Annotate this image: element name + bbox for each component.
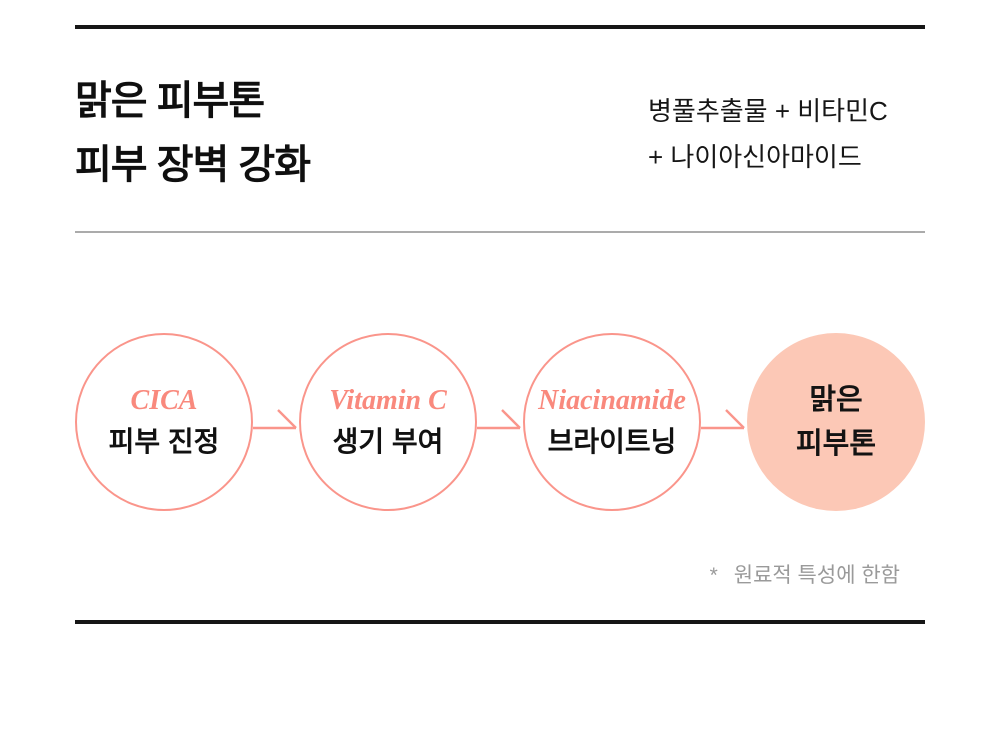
- step-effect-label: 브라이트닝: [547, 426, 677, 457]
- footnote: * 원료적 특성에 한함: [710, 561, 900, 591]
- page-title-line1: 맑은 피부톤: [75, 79, 265, 123]
- top-border-line: [75, 25, 925, 29]
- step-ingredient-name: CICA: [130, 385, 198, 416]
- ingredients-summary: 병풀추출물 + 비타민C + 나이아신아마이드: [648, 88, 888, 180]
- step-effect-label: 피부 진정: [108, 426, 220, 457]
- ingredients-line1: 병풀추출물 + 비타민C: [648, 96, 888, 126]
- flow-arrow-icon: [701, 409, 745, 430]
- result-label-line1: 맑은: [809, 384, 863, 416]
- page-title-line2: 피부 장벽 강화: [75, 143, 311, 187]
- ingredients-line2: + 나이아신아마이드: [648, 142, 862, 172]
- step-circle-vitamin-c: Vitamin C 생기 부여: [299, 333, 477, 511]
- page-title: 맑은 피부톤 피부 장벽 강화: [75, 69, 311, 197]
- step-circle-niacinamide: Niacinamide 브라이트닝: [523, 333, 701, 511]
- step-effect-label: 생기 부여: [332, 426, 444, 457]
- header-divider-line: [75, 231, 925, 233]
- step-ingredient-name: Niacinamide: [538, 385, 686, 416]
- result-circle-clear-skin-tone: 맑은 피부톤: [747, 333, 925, 511]
- step-ingredient-name: Vitamin C: [329, 385, 447, 416]
- flow-arrow-icon: [477, 409, 521, 430]
- step-circle-cica: CICA 피부 진정: [75, 333, 253, 511]
- footnote-asterisk: *: [709, 564, 718, 587]
- flow-arrow-icon: [253, 409, 297, 430]
- ingredient-flow-diagram: CICA 피부 진정 Vitamin C 생기 부여 Niacinamide 브…: [75, 333, 925, 511]
- footnote-text: 원료적 특성에 한함: [733, 564, 900, 587]
- result-label-line2: 피부톤: [795, 428, 877, 460]
- bottom-border-line: [75, 620, 925, 624]
